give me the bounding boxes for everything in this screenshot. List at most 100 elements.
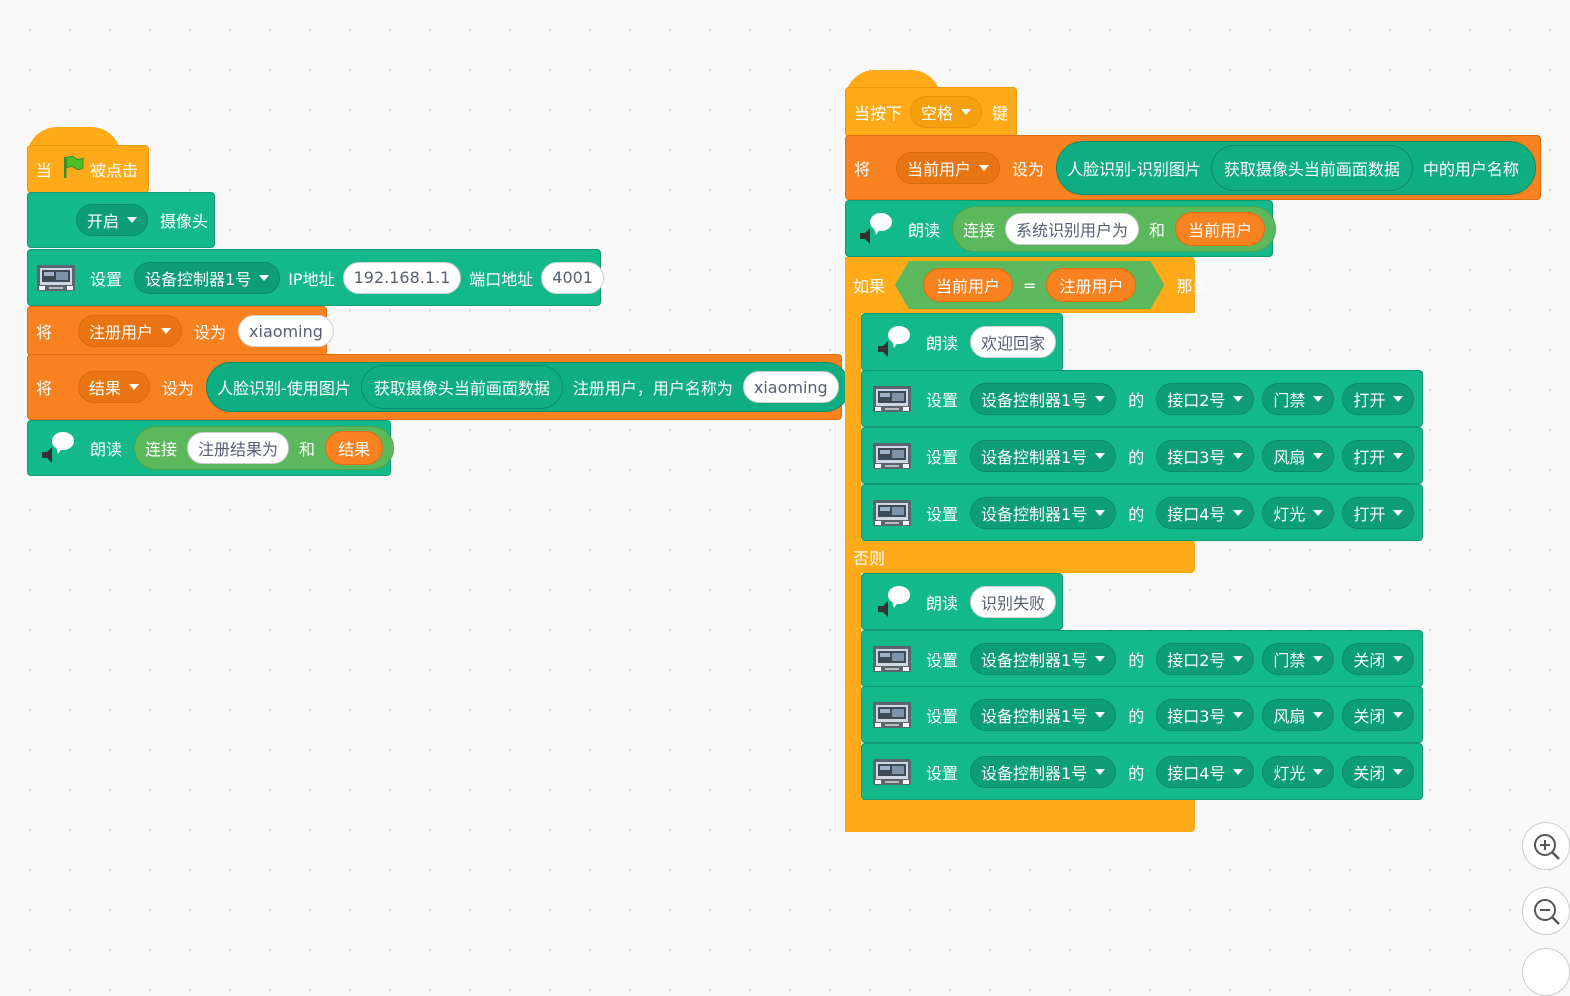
name-input[interactable]: xiaoming: [238, 315, 334, 347]
device-controller-icon: [36, 262, 76, 294]
port-dropdown[interactable]: 接口2号: [1156, 642, 1255, 675]
var-set-label: 将: [36, 323, 53, 342]
equals-condition[interactable]: 当前用户 = 注册用户: [895, 261, 1164, 309]
when-key-pressed-block[interactable]: 当按下 空格 键: [845, 87, 1017, 137]
set-label: 设置: [926, 504, 959, 524]
open-camera-block[interactable]: 开启 摄像头: [27, 192, 215, 248]
get-frame-reporter[interactable]: 获取摄像头当前画面数据: [360, 365, 563, 409]
chevron-down-icon: [961, 109, 972, 115]
chevron-down-icon: [1393, 711, 1404, 718]
state-dropdown[interactable]: 关闭: [1342, 755, 1415, 788]
speak-block-2[interactable]: 朗读 连接 系统识别用户为 和 当前用户: [845, 200, 1277, 257]
join-label: 连接: [963, 220, 996, 240]
chevron-down-icon: [1313, 452, 1324, 459]
sys-recog-input[interactable]: 系统识别用户为: [1005, 212, 1140, 245]
port-dropdown[interactable]: 接口2号: [1156, 382, 1255, 415]
port-dropdown[interactable]: 接口3号: [1156, 698, 1255, 731]
face-register-label: 人脸识别-使用图片: [217, 379, 351, 398]
state-dropdown[interactable]: 打开: [1342, 439, 1415, 472]
eq-right-variable[interactable]: 注册用户: [1046, 268, 1136, 302]
camera-state-dropdown[interactable]: 开启: [76, 204, 149, 236]
of-label: 的: [1128, 763, 1145, 783]
current-user-dropdown[interactable]: 当前用户: [896, 151, 1001, 184]
set-current-user-block[interactable]: 将 当前用户 设为 人脸识别-识别图片 获取摄像头当前画面数据 中的用户名称: [845, 135, 1541, 200]
chevron-down-icon: [1095, 655, 1106, 662]
set-reg-user-block[interactable]: 将 注册用户 设为 xiaoming: [27, 306, 334, 356]
key-dropdown[interactable]: 空格: [910, 96, 983, 128]
when-flag-clicked-block[interactable]: 当 被点击: [27, 145, 149, 193]
zoom-in-icon: [1534, 834, 1560, 860]
current-user-variable[interactable]: 当前用户: [1175, 211, 1266, 246]
zoom-in-button[interactable]: [1522, 822, 1570, 870]
when-key-label: 当按下: [854, 104, 903, 123]
device-dropdown[interactable]: 设备控制器1号: [970, 642, 1117, 675]
result-dropdown[interactable]: 结果: [78, 371, 151, 403]
face-recognize-reporter[interactable]: 人脸识别-识别图片 获取摄像头当前画面数据 中的用户名称: [1056, 140, 1536, 195]
speech-speaker-icon: [874, 584, 914, 620]
thing-dropdown[interactable]: 风扇: [1262, 698, 1335, 731]
port-dropdown[interactable]: 接口4号: [1156, 755, 1255, 788]
user-name-in-label: 中的用户名称: [1422, 159, 1519, 179]
set-port-block[interactable]: 设置设备控制器1号的接口2号门禁打开: [861, 370, 1423, 427]
set-label: 设置: [926, 447, 959, 467]
face-register-reporter[interactable]: 人脸识别-使用图片 获取摄像头当前画面数据 注册用户，用户名称为 xiaomin…: [206, 362, 850, 412]
chevron-down-icon: [129, 384, 140, 390]
state-dropdown[interactable]: 关闭: [1342, 698, 1415, 731]
else-label: 否则: [853, 549, 886, 568]
device-dropdown[interactable]: 设备控制器1号: [134, 261, 281, 294]
zoom-reset-button[interactable]: [1522, 948, 1570, 996]
speak-label: 朗读: [90, 440, 123, 459]
chevron-down-icon: [1095, 768, 1106, 775]
set-device-ip-block[interactable]: 设置 设备控制器1号 IP地址 192.168.1.1 端口地址 4001: [27, 249, 605, 306]
device-dropdown[interactable]: 设备控制器1号: [970, 439, 1117, 472]
ip-input[interactable]: 192.168.1.1: [342, 261, 462, 294]
set-to-label: 设为: [194, 323, 227, 342]
name-input-2[interactable]: xiaoming: [742, 371, 839, 403]
thing-dropdown[interactable]: 灯光: [1262, 496, 1335, 529]
device-dropdown[interactable]: 设备控制器1号: [970, 755, 1117, 788]
of-label: 的: [1128, 390, 1145, 410]
eq-left-variable[interactable]: 当前用户: [923, 268, 1013, 302]
result-variable[interactable]: 结果: [325, 431, 384, 465]
thing-dropdown[interactable]: 灯光: [1262, 755, 1335, 788]
speech-speaker-icon: [856, 211, 896, 247]
speak-block-1[interactable]: 朗读 连接 注册结果为 和 结果: [27, 420, 395, 476]
port-input[interactable]: 4001: [541, 261, 605, 294]
set-port-block[interactable]: 设置设备控制器1号的接口4号灯光打开: [861, 484, 1423, 541]
set-result-block[interactable]: 将 结果 设为 人脸识别-使用图片 获取摄像头当前画面数据 注册用户，用户名称为…: [27, 354, 850, 420]
reg-result-input[interactable]: 注册结果为: [187, 432, 290, 464]
device-dropdown[interactable]: 设备控制器1号: [970, 496, 1117, 529]
chevron-down-icon: [1393, 509, 1404, 516]
thing-dropdown[interactable]: 门禁: [1262, 642, 1335, 675]
speak-welcome-block[interactable]: 朗读 欢迎回家: [861, 313, 1063, 371]
thing-dropdown[interactable]: 风扇: [1262, 439, 1335, 472]
zoom-out-button[interactable]: [1522, 887, 1570, 935]
set-port-block[interactable]: 设置设备控制器1号的接口4号灯光关闭: [861, 743, 1423, 800]
state-dropdown[interactable]: 打开: [1342, 382, 1415, 415]
state-dropdown[interactable]: 关闭: [1342, 642, 1415, 675]
zoom-out-icon: [1534, 899, 1560, 925]
chevron-down-icon: [1393, 655, 1404, 662]
then-label: 那么: [1176, 277, 1209, 296]
join-reporter[interactable]: 连接 系统识别用户为 和 当前用户: [952, 205, 1277, 252]
device-dropdown[interactable]: 设备控制器1号: [970, 698, 1117, 731]
if-else-bottom: [845, 798, 1195, 832]
set-port-block[interactable]: 设置设备控制器1号的接口2号门禁关闭: [861, 630, 1423, 687]
thing-dropdown[interactable]: 门禁: [1262, 382, 1335, 415]
if-header: 如果 当前用户 = 注册用户 那么: [853, 261, 1216, 309]
welcome-input[interactable]: 欢迎回家: [970, 326, 1057, 358]
join-reporter[interactable]: 连接 注册结果为 和 结果: [134, 426, 395, 470]
port-dropdown[interactable]: 接口3号: [1156, 439, 1255, 472]
get-frame-reporter[interactable]: 获取摄像头当前画面数据: [1210, 144, 1413, 191]
key-suffix-label: 键: [992, 104, 1009, 123]
device-dropdown[interactable]: 设备控制器1号: [970, 382, 1117, 415]
camera-label: 摄像头: [160, 212, 209, 231]
set-port-block[interactable]: 设置设备控制器1号的接口3号风扇打开: [861, 427, 1423, 484]
set-port-block[interactable]: 设置设备控制器1号的接口3号风扇关闭: [861, 686, 1423, 743]
set-label: 设置: [926, 706, 959, 726]
fail-input[interactable]: 识别失败: [970, 585, 1057, 618]
reg-user-dropdown[interactable]: 注册用户: [78, 315, 183, 347]
speak-fail-block[interactable]: 朗读 识别失败: [861, 573, 1063, 630]
state-dropdown[interactable]: 打开: [1342, 496, 1415, 529]
port-dropdown[interactable]: 接口4号: [1156, 496, 1255, 529]
